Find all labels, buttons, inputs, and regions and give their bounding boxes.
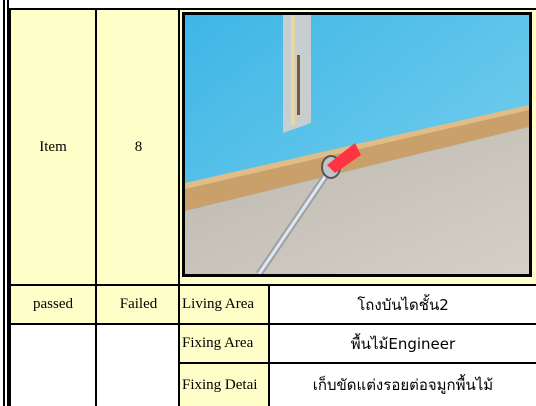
blank-cell-2 bbox=[95, 325, 180, 406]
status-passed-cell: passed bbox=[9, 286, 95, 325]
fixing-detail-value: เก็บขัดแต่งรอยต่อจมูกพื้นไม้ bbox=[312, 376, 494, 394]
status-failed-cell: Failed bbox=[95, 286, 180, 325]
item-label-cell: Item bbox=[9, 10, 95, 286]
row-value-cell: พื้นไม้Engineer bbox=[268, 325, 536, 364]
row-label-cell: Fixing Detai bbox=[178, 364, 270, 406]
row-value-cell: โถงบันไดชั้น2 bbox=[268, 286, 536, 325]
status-failed: Failed bbox=[119, 296, 158, 312]
item-number-cell: 8 bbox=[95, 10, 180, 286]
fixing-detail-label: Fixing Detai bbox=[182, 376, 258, 393]
left-border-outer bbox=[3, 0, 5, 406]
living-area-label: Living Area bbox=[182, 296, 255, 312]
row-label-cell: Fixing Area bbox=[178, 325, 270, 364]
item-number: 8 bbox=[134, 138, 143, 155]
top-rule bbox=[9, 0, 536, 10]
blank-cell-1 bbox=[9, 325, 95, 406]
inspection-photo bbox=[182, 12, 532, 277]
fixing-area-label: Fixing Area bbox=[182, 335, 254, 351]
left-border-inner bbox=[7, 0, 9, 406]
row-value-cell: เก็บขัดแต่งรอยต่อจมูกพื้นไม้ bbox=[268, 364, 536, 406]
item-label: Item bbox=[39, 138, 67, 155]
fixing-area-value: พื้นไม้Engineer bbox=[350, 334, 456, 353]
status-passed: passed bbox=[33, 296, 73, 312]
living-area-value: โถงบันไดชั้น2 bbox=[357, 295, 449, 314]
row-label-cell: Living Area bbox=[178, 286, 270, 325]
